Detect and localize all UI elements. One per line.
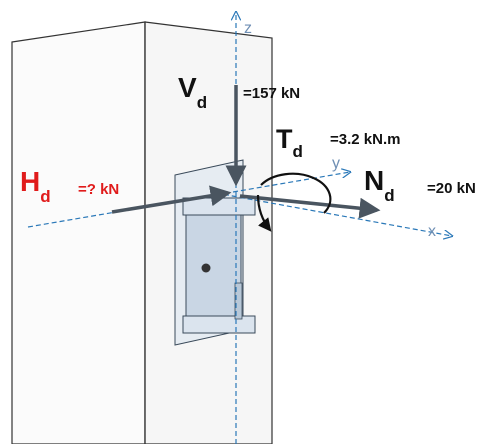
label-horizontal: Hd =? kN	[20, 166, 119, 206]
column-left-face	[11, 21, 146, 444]
bracket-body	[185, 207, 242, 329]
torsion-moment-arrow	[256, 172, 332, 230]
label-vertical: Vd =157 kN	[178, 72, 300, 112]
horizontal-subscript: d	[40, 187, 50, 206]
force-arrows	[111, 85, 381, 230]
vertical-subscript: d	[197, 93, 207, 112]
horizontal-force-arrow	[111, 185, 232, 214]
torsion-value: =3.2 kN.m	[330, 131, 400, 148]
x-axis-label: x	[428, 223, 436, 240]
normal-symbol: N	[364, 165, 384, 196]
torsion-subscript: d	[293, 142, 303, 161]
horizontal-symbol: H	[20, 166, 40, 197]
bracket-top-flange	[182, 197, 256, 216]
svg-text:Nd: Nd	[364, 165, 395, 205]
bolt-hole	[201, 263, 211, 273]
bracket-side-lip	[234, 282, 243, 320]
svg-text:Hd: Hd	[20, 166, 51, 206]
bracket	[174, 159, 256, 346]
bracket-bottom-flange	[182, 315, 256, 334]
y-axis-label: y	[332, 155, 340, 172]
z-axis-label: z	[244, 20, 252, 37]
normal-value: =20 kN	[427, 180, 476, 197]
vertical-symbol: V	[178, 72, 197, 103]
svg-text:Vd: Vd	[178, 72, 207, 112]
svg-text:Td: Td	[276, 124, 303, 161]
normal-force-arrow	[239, 194, 381, 219]
label-torsion: Td =3.2 kN.m	[276, 124, 400, 161]
normal-subscript: d	[384, 186, 394, 205]
label-normal: Nd =20 kN	[364, 165, 476, 205]
vertical-value: =157 kN	[243, 85, 300, 102]
horizontal-value: =? kN	[78, 181, 119, 198]
torsion-symbol: T	[276, 124, 293, 154]
